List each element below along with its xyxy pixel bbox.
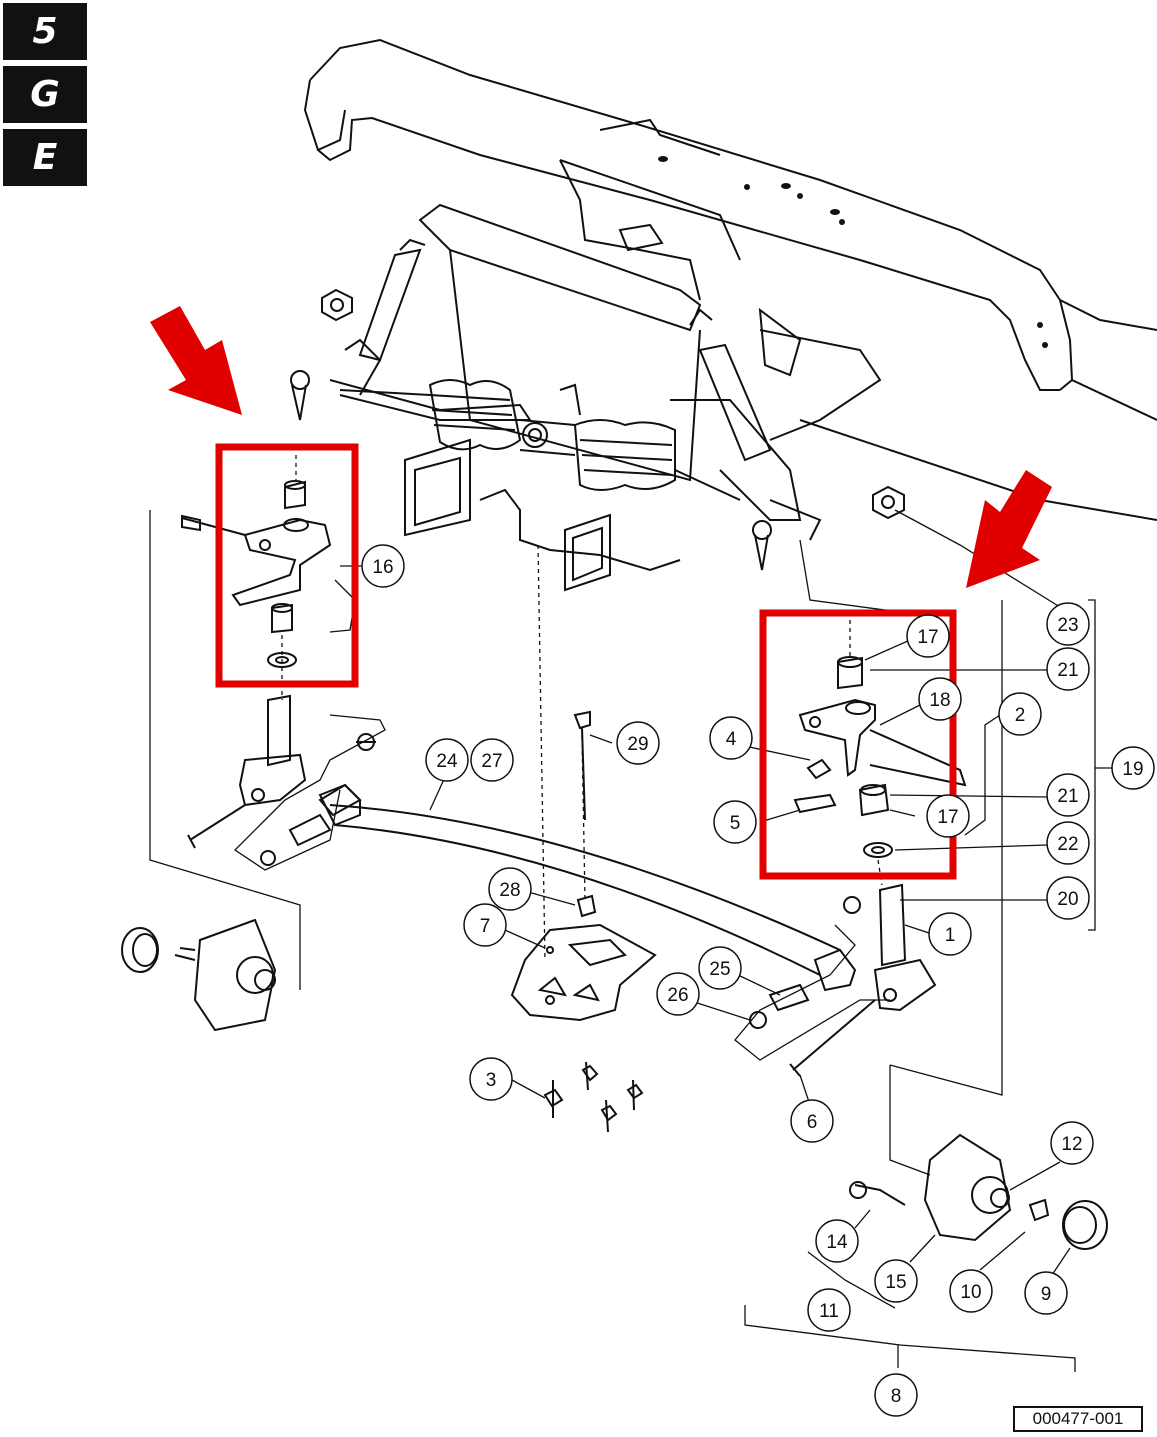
suspension-assembly xyxy=(290,159,905,592)
callout-text: 22 xyxy=(1057,834,1078,855)
callout-3: 3 xyxy=(469,1057,513,1101)
callout-text: 21 xyxy=(1057,786,1078,807)
callout-17: 17 xyxy=(926,794,970,838)
callout-21: 21 xyxy=(1046,773,1090,817)
callout-10: 10 xyxy=(949,1269,993,1313)
callout-text: 26 xyxy=(667,985,688,1006)
callout-1: 1 xyxy=(928,912,972,956)
callout-29: 29 xyxy=(616,721,660,765)
document-id: 000477-001 xyxy=(1013,1406,1143,1432)
callout-text: 16 xyxy=(372,557,393,578)
callout-text: 2 xyxy=(1015,705,1026,726)
callout-6: 6 xyxy=(790,1099,834,1143)
callout-text: 15 xyxy=(885,1272,906,1293)
highlight-box-left xyxy=(215,443,359,688)
callout-text: 6 xyxy=(807,1112,818,1133)
callout-text: 25 xyxy=(709,959,730,980)
callout-text: 10 xyxy=(960,1282,981,1303)
right-hub xyxy=(849,1133,1108,1250)
callout-text: 20 xyxy=(1057,889,1078,910)
callout-text: 11 xyxy=(819,1301,839,1322)
vehicle-frame xyxy=(303,38,1157,521)
callout-25: 25 xyxy=(698,946,742,990)
leader-lines xyxy=(149,455,1112,1372)
callout-text: 21 xyxy=(1057,660,1078,681)
callout-text: 28 xyxy=(499,880,520,901)
callout-22: 22 xyxy=(1046,821,1090,865)
callout-8: 8 xyxy=(874,1373,918,1417)
callout-text: 4 xyxy=(726,729,737,750)
callout-15: 15 xyxy=(874,1259,918,1303)
left-hub xyxy=(121,918,277,1032)
callout-24: 24 xyxy=(425,738,469,782)
callout-18: 18 xyxy=(918,677,962,721)
callout-2: 2 xyxy=(998,692,1042,736)
callout-text: 29 xyxy=(627,734,648,755)
callout-text: 17 xyxy=(937,807,958,828)
callout-text: 18 xyxy=(929,690,950,711)
callout-9: 9 xyxy=(1024,1271,1068,1315)
callout-27: 27 xyxy=(470,738,514,782)
highlight-box-right xyxy=(759,609,957,880)
callout-text: 8 xyxy=(891,1386,902,1407)
callout-17: 17 xyxy=(906,614,950,658)
callout-7: 7 xyxy=(463,903,507,947)
callout-4: 4 xyxy=(709,716,753,760)
callout-text: 12 xyxy=(1061,1134,1082,1155)
callout-text: 1 xyxy=(945,925,956,946)
callout-26: 26 xyxy=(656,972,700,1016)
callout-12: 12 xyxy=(1050,1121,1094,1165)
callout-text: 17 xyxy=(917,627,938,648)
callout-28: 28 xyxy=(488,867,532,911)
callout-14: 14 xyxy=(815,1219,859,1263)
callout-text: 24 xyxy=(436,751,458,772)
callout-11: 11 xyxy=(807,1288,851,1332)
callout-23: 23 xyxy=(1046,602,1090,646)
callout-21: 21 xyxy=(1046,647,1090,691)
section-tab-5: 5 xyxy=(3,3,87,60)
red-arrow-right-icon xyxy=(966,470,1052,588)
callout-text: 23 xyxy=(1057,615,1078,636)
callout-16: 16 xyxy=(361,544,405,588)
callout-text: 5 xyxy=(730,813,741,834)
callout-text: 19 xyxy=(1122,759,1143,780)
callout-19: 19 xyxy=(1111,746,1155,790)
section-tab-e: E xyxy=(3,129,87,186)
callout-5: 5 xyxy=(713,800,757,844)
callout-text: 27 xyxy=(481,751,502,772)
leaf-spring xyxy=(318,783,857,992)
section-tab-g: G xyxy=(3,66,87,123)
callout-text: 7 xyxy=(480,916,491,937)
callout-20: 20 xyxy=(1046,876,1090,920)
red-arrow-left-icon xyxy=(150,306,242,415)
callout-text: 9 xyxy=(1041,1284,1052,1305)
left-spindle-parts xyxy=(181,480,376,866)
right-spindle-parts xyxy=(749,656,967,1077)
center-bracket xyxy=(510,710,657,1133)
callout-text: 3 xyxy=(486,1070,497,1091)
callout-text: 14 xyxy=(826,1232,848,1253)
